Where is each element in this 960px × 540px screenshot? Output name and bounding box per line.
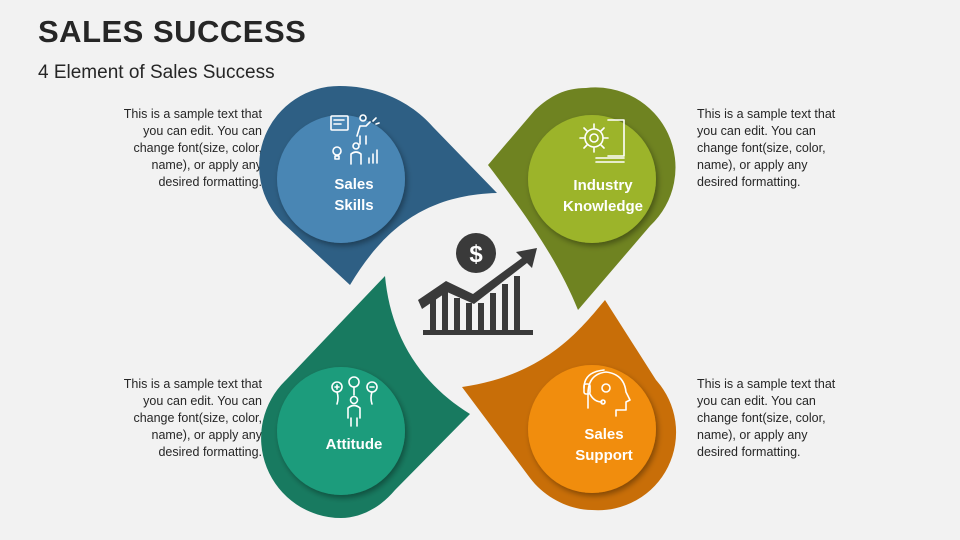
sales-skills-label-line1: Sales	[334, 176, 373, 193]
page-subtitle: 4 Element of Sales Success	[38, 62, 275, 83]
gear-book-icon	[579, 119, 625, 163]
petal-industry-knowledge: Industry Knowledge	[488, 87, 676, 310]
person-balloons-icon	[331, 376, 378, 427]
attitude-label-line1: Attitude	[326, 436, 383, 453]
attitude-description: This is a sample text that you can edit.…	[123, 377, 262, 459]
sales-support-description: This is a sample text that you can edit.…	[697, 377, 836, 459]
sales-support-circle	[528, 365, 656, 493]
chart-bars	[430, 276, 520, 330]
industry-knowledge-description: This is a sample text that you can edit.…	[697, 107, 836, 189]
dollar-symbol: $	[469, 241, 483, 268]
industry-knowledge-label-line1: Industry	[573, 177, 633, 194]
sales-support-label-line2: Support	[575, 447, 633, 464]
center-coin	[456, 233, 496, 273]
attitude-circle	[277, 367, 405, 495]
dollar-growth-chart-icon: $	[418, 233, 537, 335]
petal-sales-support: Sales Support	[462, 300, 677, 511]
petal-attitude: Attitude	[261, 276, 470, 518]
skills-presentation-icon	[330, 114, 380, 165]
growth-arrow	[418, 248, 537, 309]
page-title: SALES SUCCESS	[38, 14, 307, 49]
sales-skills-circle	[277, 115, 405, 243]
petal-sales-skills: Sales Skills	[259, 85, 497, 285]
sales-skills-description: This is a sample text that you can edit.…	[123, 107, 262, 189]
headset-support-icon	[583, 369, 631, 417]
industry-knowledge-label-line2: Knowledge	[563, 198, 643, 215]
chart-baseline	[423, 330, 533, 335]
sales-support-label-line1: Sales	[584, 426, 623, 443]
sales-skills-label-line2: Skills	[334, 197, 373, 214]
